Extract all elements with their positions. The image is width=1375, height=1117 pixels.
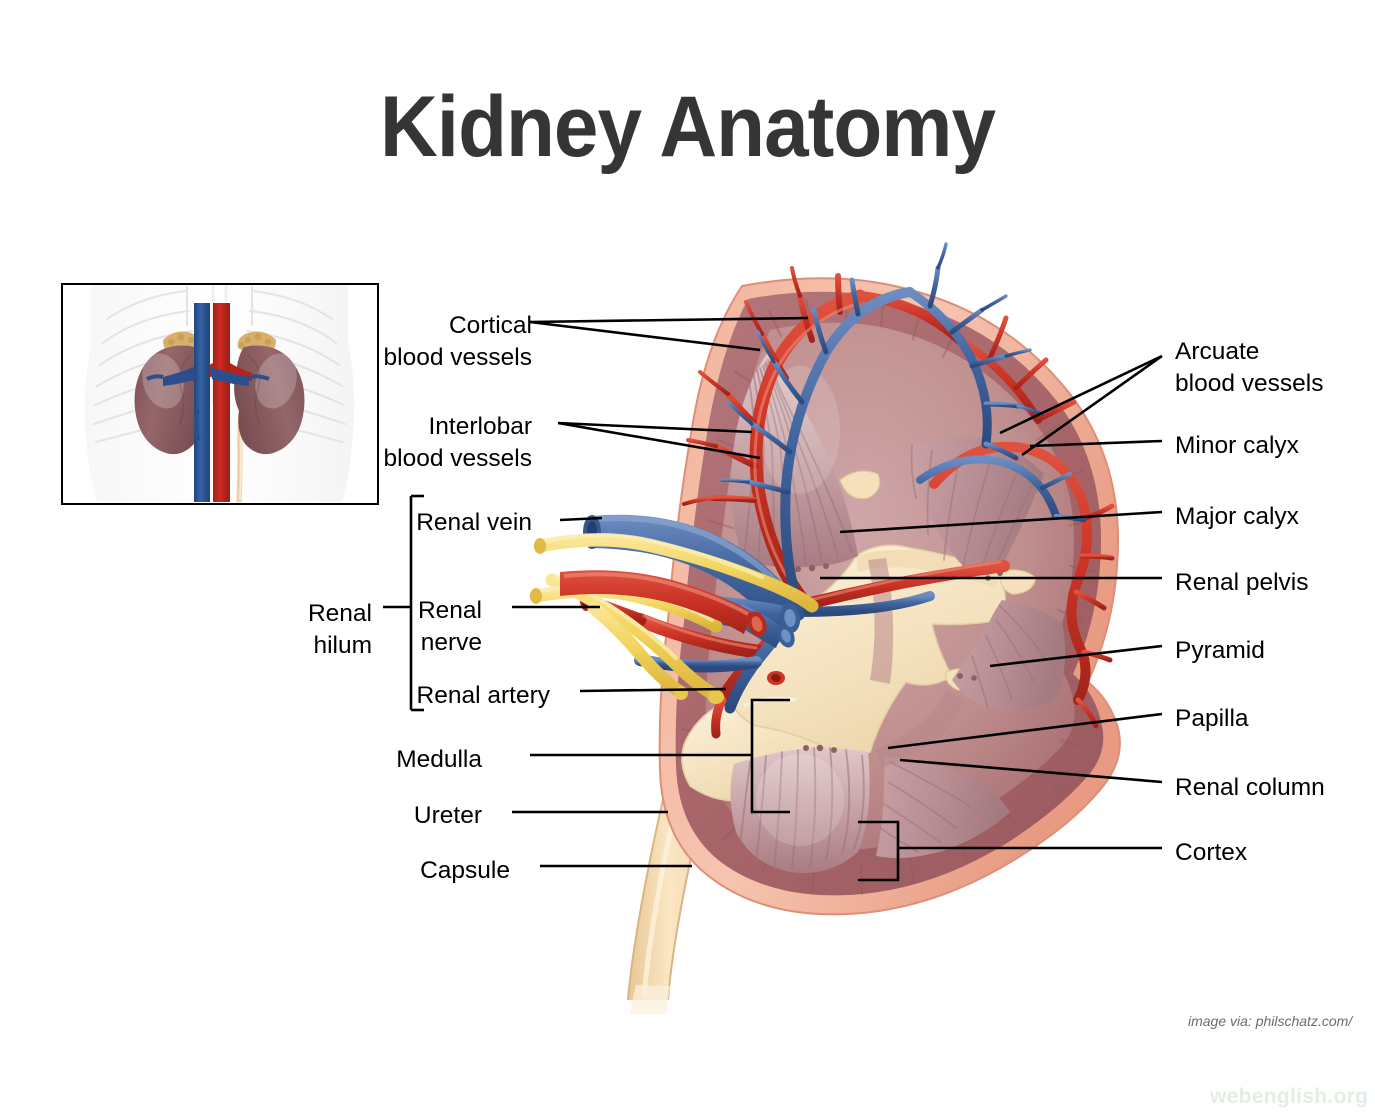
bracket-cortex [858, 820, 1162, 882]
label-renal-artery: Renal artery [416, 682, 550, 709]
label-renal-hilum: Renal hilum [307, 600, 372, 660]
label-minor-calyx: Minor calyx [1175, 432, 1299, 459]
label-major-calyx: Major calyx [1175, 503, 1299, 530]
label-arcuate-blood-vessels: Arcuate blood vessels [1175, 338, 1324, 398]
label-papilla: Papilla [1175, 705, 1249, 732]
torso-kidneys-inset [61, 283, 379, 505]
label-renal-pelvis: Renal pelvis [1175, 569, 1309, 596]
label-pyramid: Pyramid [1175, 637, 1265, 664]
leader-cortical-blood-vessels [529, 316, 809, 352]
inset-illustration [84, 285, 355, 502]
leader-renal-artery [579, 687, 727, 693]
kidney-contours [178, 354, 261, 426]
bracket-renal-hilum [383, 494, 424, 712]
attribution-text: image via: philschatz.com/ [1188, 1013, 1353, 1029]
label-capsule: Capsule [420, 857, 510, 884]
label-medulla: Medulla [396, 746, 482, 773]
renal-artery-anterior-stub [560, 570, 767, 637]
leader-renal-column [899, 758, 1163, 784]
label-ureter: Ureter [413, 802, 482, 829]
pyramid-lower-center [730, 747, 870, 874]
page-title: Kidney Anatomy [379, 79, 996, 175]
inferior-vena-cava [146, 303, 270, 502]
leader-renal-vein [559, 516, 603, 522]
label-renal-vein: Renal vein [416, 509, 532, 536]
leader-arcuate-blood-vessels [999, 354, 1163, 457]
leader-minor-calyx [1029, 439, 1163, 448]
leader-pyramid [989, 644, 1163, 668]
kidney-highlights [142, 353, 297, 409]
watermark-text: webenglish.org [1210, 1085, 1369, 1108]
right-kidney [234, 345, 305, 455]
pyramid-lower-right [876, 756, 1010, 858]
leader-major-calyx [839, 510, 1163, 534]
leader-interlobar-blood-vessels [557, 421, 761, 460]
label-cortical-blood-vessels: Cortical blood vessels [383, 312, 532, 372]
label-interlobar-blood-vessels: Interlobar blood vessels [383, 413, 532, 473]
leader-papilla [887, 712, 1163, 750]
label-renal-column: Renal column [1175, 774, 1325, 801]
major-calyx [856, 549, 1000, 588]
label-renal-nerve: Renal nerve [417, 597, 482, 657]
label-cortex: Cortex [1175, 839, 1248, 866]
bracket-medulla [530, 698, 790, 814]
